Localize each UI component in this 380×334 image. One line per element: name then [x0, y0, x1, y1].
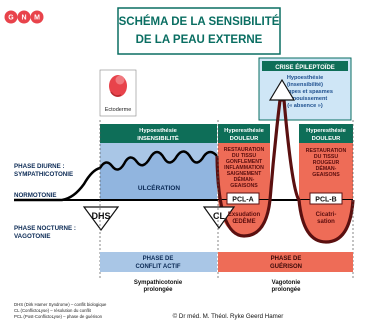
svg-text:DU TISSU: DU TISSU [314, 154, 338, 160]
bottom-right-line-2: prolongée [271, 287, 301, 293]
band-hyper-1-line-2: DOULEUR [230, 136, 259, 142]
cl-marker: CL [202, 206, 236, 230]
band-hyper-2-line-1: Hyperesthésie [306, 128, 346, 134]
cicatrisation-line-2: sation [317, 219, 335, 225]
crisis-title: CRISE ÉPILEPTOÏDE [275, 63, 335, 71]
svg-text:DÉMAN-: DÉMAN- [316, 164, 337, 172]
restauration-area-1 [218, 143, 270, 200]
cicatrisation-line-1: Cicatri- [316, 212, 337, 218]
svg-text:DU TISSU: DU TISSU [232, 153, 256, 159]
pcl-a-label: PCL-A [232, 197, 253, 204]
dhs-marker: DHS [82, 206, 120, 232]
pcl-b-label: PCL-B [315, 197, 336, 204]
crisis-line-4: Évanouissement [283, 94, 328, 102]
phase-guerison-box [218, 252, 353, 272]
logo-letter-n: N [21, 15, 26, 22]
pcl-b-box [309, 192, 343, 205]
ulceration-label: ULCÉRATION [138, 183, 180, 192]
pcl-b-dip-area [299, 200, 353, 242]
logo-letter-g: G [8, 15, 14, 22]
svg-text:RESTAURATION: RESTAURATION [306, 148, 347, 154]
embryo-icon [109, 75, 127, 97]
ectoderm-box: Ectoderme [99, 69, 137, 117]
phase-nocturne-line-2: VAGOTONIE [14, 233, 51, 240]
pcl-a-box [226, 192, 260, 205]
band-hypo [100, 124, 217, 143]
band-hypo-line-2: INSENSIBILITÉ [137, 134, 179, 142]
svg-text:INFLAMMATION: INFLAMMATION [224, 165, 264, 171]
crisis-line-3: Crampes et spasmes [277, 89, 333, 95]
svg-text:RESTAURATION: RESTAURATION [224, 147, 265, 153]
title-line-2: DE LA PEAU EXTERNE [136, 34, 263, 46]
sympathicotonia-wave-line [14, 150, 218, 202]
crisis-line-2: (insensibilité) [287, 82, 323, 88]
bottom-left-line-1: Sympathicotonie [134, 280, 183, 286]
phase-conflit-line-2: CONFLIT ACTIF [135, 264, 180, 270]
legend-line-2: CL (ConflictoLyse) – résolution du confl… [14, 308, 92, 313]
logo-letter-m: M [34, 15, 40, 22]
phase-conflit-box [100, 252, 217, 272]
svg-text:GEAISONS: GEAISONS [230, 183, 258, 189]
crisis-line-1: Hypoesthésie [287, 75, 323, 81]
svg-text:DÉMAN-: DÉMAN- [234, 175, 255, 183]
legend-line-1: DHS (Dirk Hamer Syndrome) – conflit biol… [14, 302, 107, 307]
svg-text:GONFLEMENT: GONFLEMENT [226, 159, 263, 165]
restauration-area-2 [299, 143, 353, 200]
phase-diurne-line-2: SYMPATHICOTONIE [14, 171, 73, 178]
svg-text:CL: CL [213, 211, 225, 221]
bottom-left-line-2: prolongée [143, 287, 173, 293]
title-line-1: SCHÉMA DE LA SENSIBILITÉ [119, 15, 280, 28]
crisis-arrow-icon [268, 78, 296, 101]
svg-text:SAIGNEMENT: SAIGNEMENT [227, 171, 262, 177]
legend-line-3: PCL (Post-ConflictoLyse) – phase de guér… [14, 314, 103, 319]
phase-diurne-line-1: PHASE DIURNE : [14, 163, 65, 170]
band-hyper-2-line-2: DOULEUR [312, 136, 341, 142]
exsudation-line-2: ŒDÈME [232, 217, 255, 225]
svg-text:DHS: DHS [91, 211, 110, 221]
ectoderm-label: Ectoderme [105, 107, 132, 113]
crisis-box: CRISE ÉPILEPTOÏDE Hypoesthésie (insensib… [258, 57, 352, 121]
restauration-1-text: RESTAURATION DU TISSU GONFLEMENT INFLAMM… [224, 147, 265, 189]
crisis-line-5: (« absence ») [287, 103, 323, 109]
band-hyper-2 [299, 124, 353, 143]
copyright: © Dr méd. M. Théol. Ryke Geerd Hamer [173, 313, 284, 320]
bottom-right-line-1: Vagotonie [272, 280, 301, 286]
svg-text:GEAISONS: GEAISONS [312, 172, 340, 178]
title-box [117, 7, 281, 55]
gnm-logo: G N M [4, 10, 44, 24]
normotonie-label: NORMOTONIE [14, 192, 57, 199]
svg-text:ROUGEUR: ROUGEUR [313, 160, 340, 166]
sympathicotonia-wave-area [100, 151, 217, 200]
phase-guerison-line-2: GUÉRISON [270, 262, 302, 270]
restauration-2-text: RESTAURATION DU TISSU ROUGEUR DÉMAN- GEA… [306, 148, 347, 178]
phase-nocturne-line-1: PHASE NOCTURNE : [14, 225, 76, 232]
exsudation-line-1: Exsudation [228, 212, 261, 218]
band-hypo-line-1: Hypoesthésie [139, 128, 177, 134]
band-hyper-1 [218, 124, 270, 143]
band-hyper-1-line-1: Hyperesthésie [224, 128, 264, 134]
phase-guerison-line-1: PHASE DE [271, 256, 302, 262]
phase-conflit-line-1: PHASE DE [143, 256, 174, 262]
